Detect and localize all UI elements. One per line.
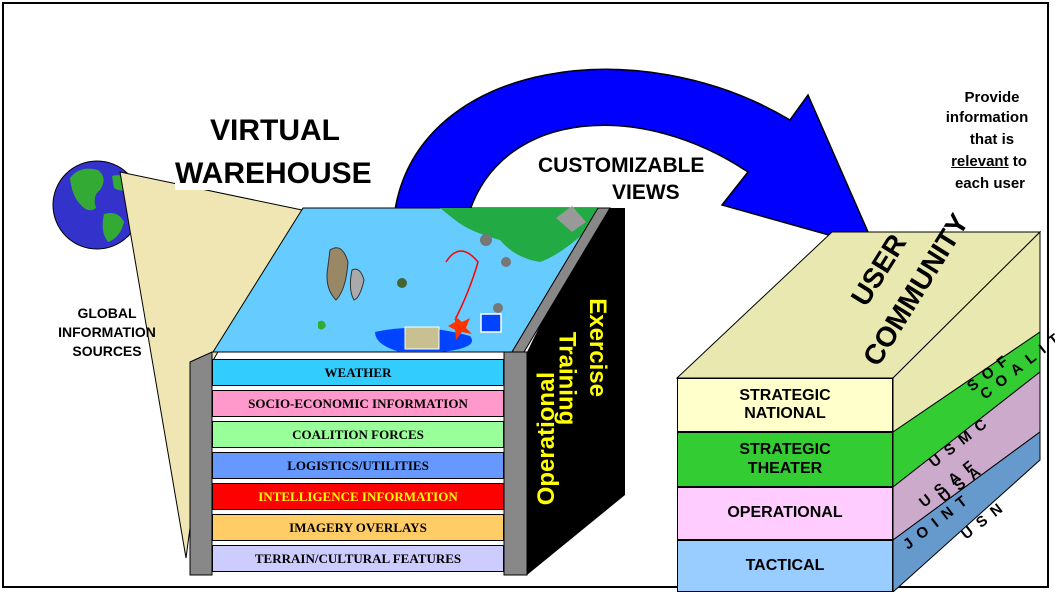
provide-line2: information bbox=[945, 109, 1029, 126]
customizable-views-arrow bbox=[394, 68, 877, 250]
warehouse-side-face bbox=[527, 208, 625, 575]
global-sources-line2: INFORMATION bbox=[58, 324, 156, 340]
provide-line4: relevant to bbox=[930, 154, 1048, 170]
global-sources-line1: GLOBAL bbox=[77, 305, 137, 321]
warehouse-side-strip bbox=[511, 207, 611, 353]
level-3: TACTICAL bbox=[677, 540, 893, 592]
global-sources-line3: SOURCES bbox=[72, 343, 142, 359]
layer-coalition-forces: COALITION FORCES bbox=[212, 421, 504, 448]
layer-socio-economic-information: SOCIO-ECONOMIC INFORMATION bbox=[212, 390, 504, 417]
user-community-box bbox=[675, 230, 1042, 592]
warehouse-left-post bbox=[189, 351, 213, 576]
layer-weather: WEATHER bbox=[212, 359, 504, 386]
level-label-line2: NATIONAL bbox=[744, 405, 826, 422]
provide-line3: that is bbox=[969, 131, 1015, 148]
level-label: OPERATIONAL bbox=[727, 504, 842, 522]
level-label-line1: STRATEGIC bbox=[739, 441, 831, 459]
layer-imagery-overlays: IMAGERY OVERLAYS bbox=[212, 514, 504, 541]
warehouse-title-line1: VIRTUAL bbox=[210, 114, 340, 147]
warehouse-right-post bbox=[503, 351, 528, 576]
level-label-line1: TACTICAL bbox=[745, 556, 825, 574]
level-label-line1: STRATEGIC bbox=[739, 386, 831, 404]
warehouse-title-line2: WAREHOUSE bbox=[175, 157, 372, 190]
side-label-exercise: Exercise bbox=[583, 298, 611, 397]
side-label-operational: Operational bbox=[533, 371, 561, 506]
customizable-line2: VIEWS bbox=[612, 181, 680, 204]
provide-line4-suffix: to bbox=[1008, 153, 1027, 170]
provide-line1: Provide bbox=[964, 89, 1020, 106]
level-2: OPERATIONAL bbox=[677, 487, 893, 540]
level-label-line2: THEATER bbox=[747, 459, 823, 477]
level-label-line1: OPERATIONAL bbox=[727, 504, 843, 522]
layer-terrain-cultural-features: TERRAIN/CULTURAL FEATURES bbox=[212, 545, 504, 572]
org-face-sof bbox=[892, 431, 1041, 592]
warehouse-map bbox=[212, 206, 599, 353]
layer-logistics-utilities: LOGISTICS/UTILITIES bbox=[212, 452, 504, 479]
provide-line5: each user bbox=[954, 175, 1026, 192]
globe-icon bbox=[52, 160, 142, 250]
customizable-line1: CUSTOMIZABLE bbox=[538, 154, 705, 177]
level-label: TACTICAL bbox=[746, 557, 825, 575]
layer-intelligence-information: INTELLIGENCE INFORMATION bbox=[212, 483, 504, 510]
provide-relevant-word: relevant bbox=[951, 153, 1009, 170]
